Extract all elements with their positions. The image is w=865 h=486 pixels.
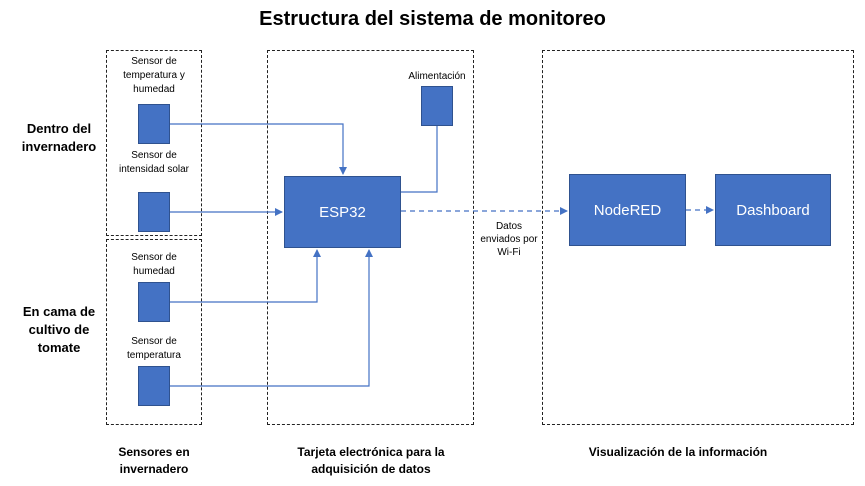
- label-tomate-bed: En cama de cultivo de tomate: [22, 304, 96, 355]
- sensor-soil-hum-block: [138, 282, 170, 322]
- sensor-soil-temp-block: [138, 366, 170, 406]
- connector-soil-temp-esp32: [170, 249, 373, 387]
- sensor-light-block: [138, 192, 170, 232]
- connector-soil-hum-esp32: [170, 249, 321, 303]
- label-sensor-soil-temp: Sensor de temperatura: [127, 336, 181, 361]
- column-label-board: Tarjeta electrónica para la adquisición …: [297, 445, 445, 476]
- column-label-viz: Visualización de la información: [588, 445, 768, 459]
- power-block: [421, 86, 453, 126]
- wifi-note: Datos enviados por Wi-Fi: [480, 221, 538, 258]
- page-title: Estructura del sistema de monitoreo: [259, 8, 606, 30]
- frame-visualization: [542, 50, 854, 425]
- label-inside-greenhouse: Dentro del invernadero: [21, 121, 97, 154]
- label-sensor-temp-hum: Sensor de temperatura y humedad: [123, 56, 185, 95]
- connector-temp-hum-esp32: [170, 123, 347, 175]
- label-sensor-light: Sensor de intensidad solar: [118, 150, 190, 175]
- esp32-block: ESP32: [284, 176, 401, 248]
- dashboard-block: Dashboard: [715, 174, 831, 246]
- label-sensor-soil-hum: Sensor de humedad: [131, 252, 177, 277]
- column-label-sensors: Sensores en invernadero: [118, 445, 190, 476]
- frame-board: [267, 50, 474, 425]
- sensor-temp-hum-block: [138, 104, 170, 144]
- connector-power-esp32: [401, 126, 438, 193]
- frame-tomate-bed: [106, 239, 202, 425]
- label-power: Alimentación: [408, 71, 466, 82]
- frame-inside-greenhouse: [106, 50, 202, 236]
- nodered-block: NodeRED: [569, 174, 686, 246]
